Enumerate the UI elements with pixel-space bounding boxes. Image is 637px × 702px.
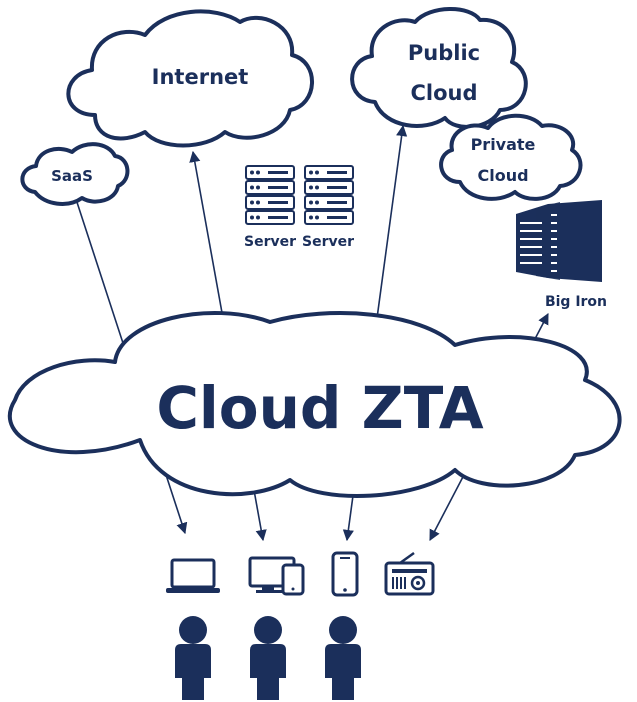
user-icon xyxy=(325,616,361,700)
cloud-public: Public Cloud xyxy=(350,7,528,130)
cloud-zta-label: Cloud ZTA xyxy=(156,374,483,442)
desktop-tablet-icon xyxy=(248,556,305,596)
big-iron: Big Iron xyxy=(516,200,607,310)
user-icon xyxy=(250,616,286,700)
server-icon xyxy=(245,165,295,225)
cloud-public-label-2: Cloud xyxy=(410,81,477,105)
server-left: Server xyxy=(244,165,296,250)
smartphone-icon xyxy=(331,551,359,597)
server-right-label: Server xyxy=(302,234,354,250)
cloud-private-label-2: Cloud xyxy=(477,166,528,185)
cloud-saas: SaaS xyxy=(20,142,130,206)
server-left-label: Server xyxy=(244,234,296,250)
big-iron-label: Big Iron xyxy=(545,294,607,310)
cloud-private: Private Cloud xyxy=(439,113,583,201)
cloud-internet: Internet xyxy=(66,9,314,148)
laptop-icon xyxy=(166,558,220,593)
radio-icon xyxy=(384,551,435,596)
cloud-public-label-1: Public xyxy=(408,41,480,65)
user-icon xyxy=(175,616,211,700)
cloud-private-label-1: Private xyxy=(471,135,536,154)
cloud-zta: Cloud ZTA xyxy=(7,310,622,499)
cloud-saas-label: SaaS xyxy=(51,167,93,185)
server-icon xyxy=(304,165,354,225)
mainframe-icon xyxy=(516,200,602,282)
cloud-internet-label: Internet xyxy=(152,65,249,89)
server-right: Server xyxy=(302,165,354,250)
